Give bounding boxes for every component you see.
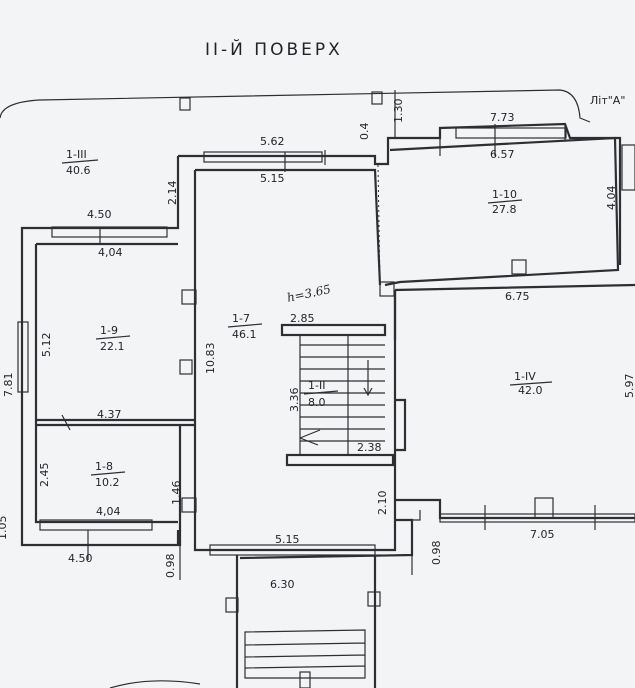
room-label-1-IV: 1-IV 42.0 [509, 370, 553, 397]
dim-room-iv-top: 6.75 [505, 290, 530, 303]
floor-title: II-Й ПОВЕРХ [205, 38, 343, 60]
dim-bottom-right: 7.05 [530, 528, 555, 541]
dim-left-098: 0.98 [164, 554, 177, 579]
room7-walls [193, 168, 397, 552]
svg-text:27.8: 27.8 [492, 203, 517, 216]
dim-room9-height: 5.12 [40, 333, 53, 358]
dim-room8-height: 2.45 [38, 463, 51, 488]
dim-room8-bottom: 4,04 [96, 505, 121, 518]
porch [109, 555, 381, 688]
dim-stair-bottom: 2.38 [357, 441, 382, 454]
svg-text:1-8: 1-8 [95, 460, 113, 473]
room-label-1-II: 1-II 8.0 [303, 379, 339, 409]
dim-room7-height: 10.83 [204, 343, 217, 375]
dim-right-098: 0.98 [430, 541, 443, 566]
interior-wall [34, 242, 195, 524]
dim-room9-bottom: 4.37 [97, 408, 122, 421]
room-label-1-8: 1-8 10.2 [90, 460, 126, 489]
dim-214: 2.14 [166, 181, 179, 206]
svg-text:10.2: 10.2 [95, 476, 120, 489]
dim-room9-top-inner: 4,04 [98, 246, 123, 259]
columns [179, 259, 527, 513]
svg-text:1-IV: 1-IV [514, 370, 536, 383]
room-iv-walls [393, 283, 635, 520]
svg-text:1-9: 1-9 [100, 324, 118, 337]
dim-room8-wall: 1.46 [170, 481, 183, 506]
dim-bottom-center: 5.15 [275, 533, 300, 546]
dim-210: 2.10 [376, 491, 389, 516]
dim-room-iv-right: 5.97 [623, 374, 635, 399]
dim-room10-height: 4.04 [605, 186, 618, 211]
dim-top-center-upper: 5.62 [260, 135, 285, 148]
boundary-post [371, 91, 383, 105]
dim-top-right-upper: 7.73 [490, 111, 515, 124]
dim-130: 1.30 [392, 99, 405, 124]
dim-top-center-lower: 5.15 [260, 172, 285, 185]
dim-porch-width: 6.30 [270, 578, 295, 591]
svg-text:22.1: 22.1 [100, 340, 125, 353]
south-wall [176, 518, 414, 560]
svg-text:40.6: 40.6 [66, 164, 91, 177]
svg-text:46.1: 46.1 [232, 328, 257, 341]
dim-stair-top: 2.85 [290, 312, 315, 325]
room-label-1-9: 1-9 22.1 [95, 324, 131, 353]
svg-text:1-10: 1-10 [492, 188, 517, 201]
svg-text:8.0: 8.0 [308, 396, 326, 409]
dim-stair-height: 3.36 [288, 388, 301, 413]
dim-room9-top-outer: 4.50 [87, 208, 112, 221]
room-label-1-7: 1-7 46.1 [227, 312, 263, 341]
exterior-wall [20, 156, 182, 547]
boundary-post [179, 97, 191, 111]
dimension-lines [61, 90, 596, 580]
site-boundary [0, 89, 591, 123]
staircase [280, 290, 407, 467]
windows [17, 127, 635, 556]
room-label-1-III: 1-III 40.6 [61, 148, 99, 177]
dim-top-right-lower: 6.57 [490, 148, 515, 161]
room-label-1-10: 1-10 27.8 [487, 188, 523, 216]
svg-text:42.0: 42.0 [518, 384, 543, 397]
svg-text:1-III: 1-III [66, 148, 87, 161]
dim-bottom-left-outer: 4.50 [68, 552, 93, 565]
svg-text:1-II: 1-II [308, 379, 325, 392]
svg-text:1-7: 1-7 [232, 312, 250, 325]
ceiling-height: h=3.65 [286, 282, 332, 305]
dim-04: 0.4 [358, 123, 371, 141]
dim-left-height: 7.81 [2, 373, 15, 398]
exterior-wall [178, 122, 622, 265]
room10-walls [384, 136, 620, 287]
building-label: Літ"А" [590, 94, 625, 107]
partition-line [377, 164, 381, 286]
dim-left-edge: 1.05 [0, 516, 9, 541]
